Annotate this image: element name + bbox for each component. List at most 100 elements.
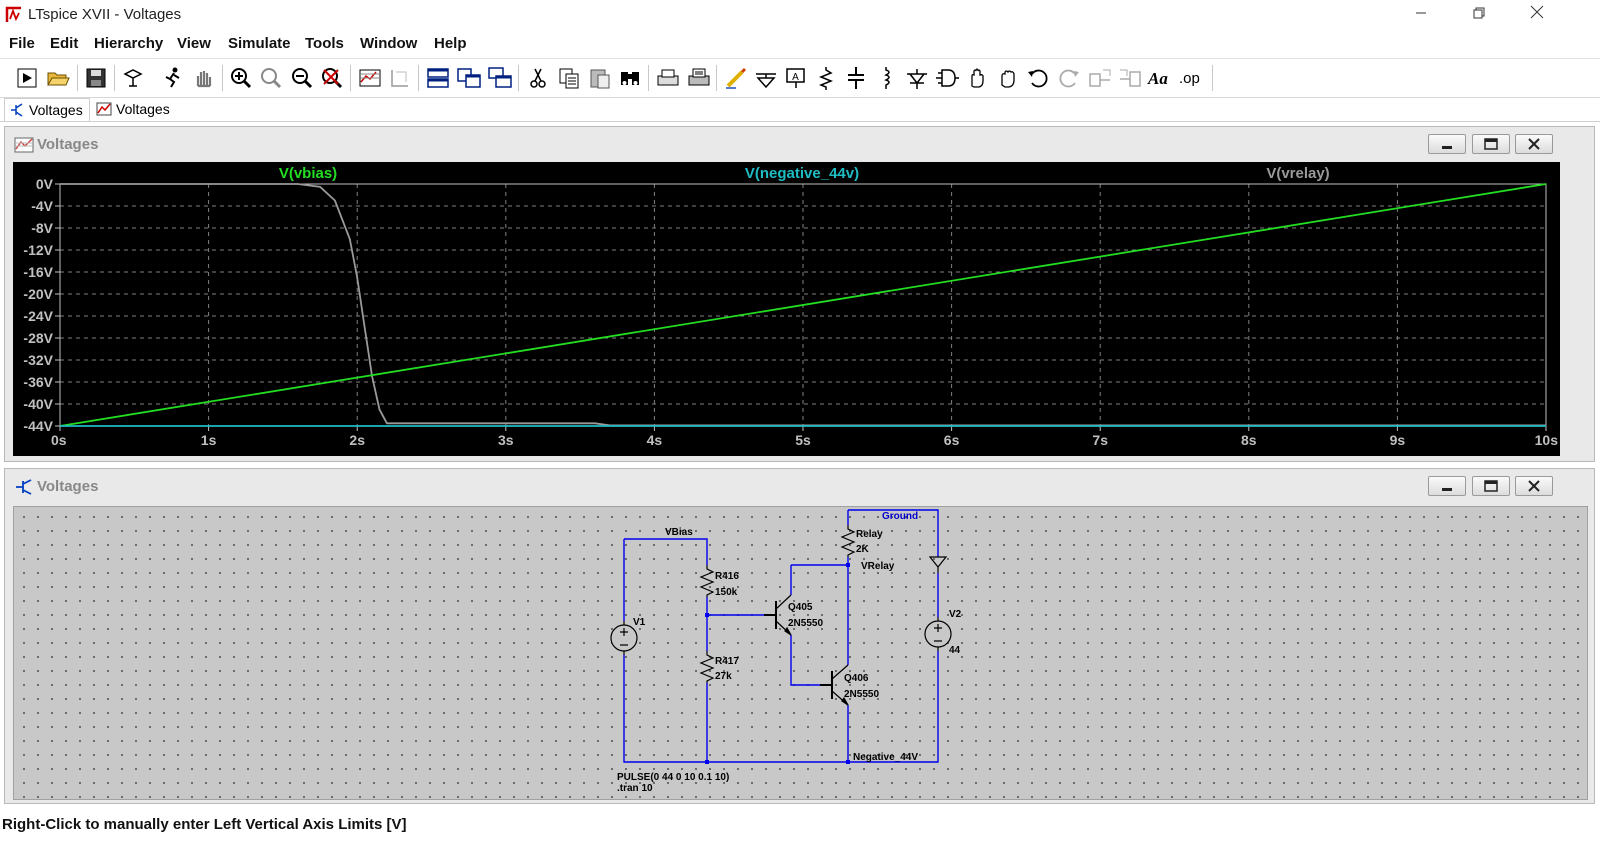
resistor-r417[interactable]	[699, 651, 715, 683]
find-icon[interactable]	[616, 64, 644, 92]
close-window-button[interactable]	[1514, 0, 1560, 30]
y-tick-label: -36V	[23, 374, 53, 390]
v1-pulse-spec[interactable]: PULSE(0 44 0 10 0.1 10)	[617, 772, 729, 783]
cut-icon[interactable]	[524, 64, 552, 92]
status-bar: Right-Click to manually enter Left Verti…	[0, 808, 1600, 846]
ground-symbol[interactable]	[928, 556, 948, 568]
spice-directive-icon[interactable]: .op	[1177, 64, 1205, 92]
net-label-vrelay[interactable]: VRelay	[861, 561, 895, 572]
r416-value[interactable]: 150k	[715, 587, 738, 598]
pane-maximize-button[interactable]	[1472, 134, 1510, 154]
zoom-out-icon[interactable]	[288, 64, 316, 92]
component-icon[interactable]	[933, 64, 961, 92]
transistor-q405[interactable]	[764, 594, 792, 636]
menu-window[interactable]: Window	[360, 35, 418, 52]
legend-entry[interactable]: V(negative_44v)	[745, 165, 859, 182]
drag-icon[interactable]	[994, 64, 1022, 92]
schematic-icon	[11, 103, 23, 117]
r416-name[interactable]: R416	[715, 571, 739, 582]
rotate-icon[interactable]	[1086, 64, 1114, 92]
r417-value[interactable]: 27k	[715, 671, 732, 682]
wire[interactable]	[848, 509, 939, 557]
pane-close-button[interactable]	[1515, 476, 1553, 496]
run-sim-icon[interactable]	[158, 64, 186, 92]
menu-file[interactable]: File	[9, 35, 35, 52]
diode-icon[interactable]	[903, 64, 931, 92]
inductor-icon[interactable]	[872, 64, 900, 92]
menu-edit[interactable]: Edit	[50, 35, 79, 52]
pane-minimize-button[interactable]	[1428, 134, 1466, 154]
ground-icon[interactable]	[752, 64, 780, 92]
mirror-icon[interactable]	[1116, 64, 1144, 92]
control-panel-icon[interactable]	[119, 64, 147, 92]
v2-name[interactable]: V2	[949, 609, 962, 620]
q406-name[interactable]: Q406	[844, 673, 869, 684]
pane-minimize-button[interactable]	[1428, 476, 1466, 496]
resistor-relay[interactable]	[840, 525, 856, 557]
transistor-q406[interactable]	[820, 664, 849, 706]
menu-tools[interactable]: Tools	[305, 35, 344, 52]
v1-name[interactable]: V1	[633, 617, 646, 628]
zoom-in-icon[interactable]	[227, 64, 255, 92]
q405-model[interactable]: 2N5550	[788, 618, 823, 629]
net-label-vbias[interactable]: VBias	[665, 527, 693, 538]
label-icon[interactable]: A	[782, 64, 810, 92]
menu-hierarchy[interactable]: Hierarchy	[94, 35, 164, 52]
print-setup-icon[interactable]	[654, 64, 682, 92]
grid-icon[interactable]	[386, 64, 414, 92]
tile-vertical-icon[interactable]	[455, 64, 483, 92]
restore-window-button[interactable]	[1456, 0, 1502, 30]
move-icon[interactable]	[963, 64, 991, 92]
menu-view[interactable]: View	[177, 35, 211, 52]
menu-help[interactable]: Help	[434, 35, 467, 52]
net-label-negative-44v[interactable]: Negative_44V	[853, 752, 918, 763]
schematic-canvas[interactable]: VBias Ground Relay 2K VRelay R416 150k Q…	[13, 506, 1588, 800]
undo-icon[interactable]	[1024, 64, 1052, 92]
q405-name[interactable]: Q405	[788, 602, 813, 613]
wire[interactable]	[847, 651, 939, 763]
tab-schematic-voltages[interactable]: Voltages	[4, 98, 90, 121]
resistor-icon[interactable]	[812, 64, 840, 92]
schematic-drawing[interactable]: VBias Ground Relay 2K VRelay R416 150k Q…	[14, 507, 1589, 801]
text-icon[interactable]: Aa	[1146, 64, 1174, 92]
print-icon[interactable]	[685, 64, 713, 92]
q406-model[interactable]: 2N5550	[844, 689, 879, 700]
wire[interactable]	[790, 635, 820, 686]
toolbar: A Aa .op	[0, 58, 1600, 98]
pane-maximize-button[interactable]	[1472, 476, 1510, 496]
relay-name[interactable]: Relay	[856, 529, 883, 540]
zoom-area-icon[interactable]	[257, 64, 285, 92]
voltage-source-v1[interactable]	[610, 621, 638, 655]
capacitor-icon[interactable]	[842, 64, 870, 92]
wire[interactable]	[624, 538, 708, 565]
open-icon[interactable]	[44, 64, 72, 92]
relay-value[interactable]: 2K	[856, 544, 870, 555]
minimize-icon	[1442, 146, 1452, 149]
waveform-pane-title: Voltages	[37, 136, 99, 153]
voltage-source-v2[interactable]	[924, 617, 952, 651]
autorange-icon[interactable]	[356, 64, 384, 92]
paste-icon[interactable]	[586, 64, 614, 92]
legend-entry[interactable]: V(vbias)	[279, 165, 337, 182]
menu-simulate[interactable]: Simulate	[228, 35, 291, 52]
draw-wire-icon[interactable]	[722, 64, 750, 92]
resistor-r416[interactable]	[699, 565, 715, 597]
pane-close-button[interactable]	[1515, 134, 1553, 154]
copy-icon[interactable]	[555, 64, 583, 92]
v2-value[interactable]: 44	[949, 645, 961, 656]
zoom-fit-icon[interactable]	[318, 64, 346, 92]
tran-directive[interactable]: .tran 10	[617, 783, 653, 794]
minimize-window-button[interactable]	[1398, 0, 1444, 30]
cascade-icon[interactable]	[486, 64, 514, 92]
tab-waveform-voltages[interactable]: Voltages	[92, 98, 176, 120]
legend-entry[interactable]: V(vrelay)	[1266, 165, 1329, 182]
pan-icon[interactable]	[189, 64, 217, 92]
r417-name[interactable]: R417	[715, 656, 739, 667]
wire[interactable]	[623, 655, 848, 763]
net-label-ground[interactable]: Ground	[882, 511, 918, 522]
run-icon[interactable]	[13, 64, 41, 92]
redo-icon[interactable]	[1055, 64, 1083, 92]
save-icon[interactable]	[82, 64, 110, 92]
tile-horizontal-icon[interactable]	[424, 64, 452, 92]
